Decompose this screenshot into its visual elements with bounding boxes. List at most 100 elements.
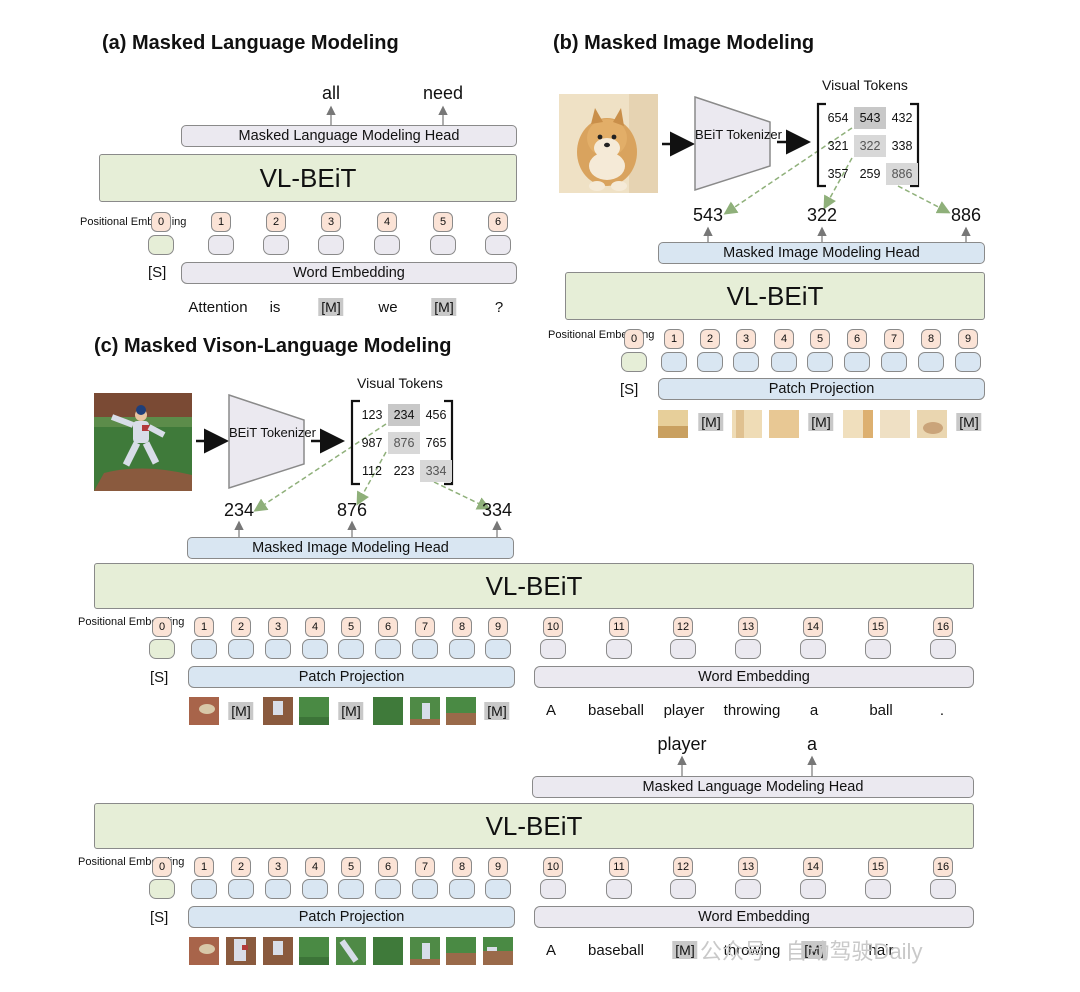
vl-beit-c-top: VL-BEiT [94,563,974,609]
word-token [485,235,511,255]
positional-embedding-label: Positional Embedding [78,616,185,628]
watermark: 公众号 · 自动驾驶Daily [700,939,923,964]
dash-c-876 [356,451,387,506]
patch-token [485,639,511,659]
image-patch [446,937,476,965]
word-token [263,235,289,255]
visual-tokens-label-b: Visual Tokens [822,77,908,93]
patch-token [449,879,475,899]
position-id: 6 [847,329,867,349]
mask-token: [M] [431,298,457,316]
patch-token [807,352,833,372]
word-token [735,879,761,899]
position-id: 13 [738,857,758,877]
mask-token: [M] [338,702,364,720]
visual-token-masked: 234 [388,404,420,426]
position-id: 1 [664,329,684,349]
position-id: 8 [921,329,941,349]
patch-token [449,639,475,659]
position-id: 14 [803,857,823,877]
bracket-b-right [910,102,920,188]
word-token [930,879,956,899]
patch-token [955,352,981,372]
image-patch [336,937,366,965]
word-token [930,639,956,659]
word-token [606,879,632,899]
visual-token-grid-c: 123 234 456 987 876 765 112 223 334 [356,401,452,485]
visual-token: 357 [827,167,849,181]
visual-token: 338 [891,139,913,153]
input-word: player [663,702,705,719]
input-word: throwing [723,942,781,959]
visual-token: 123 [361,408,383,422]
position-id: 3 [268,857,288,877]
patch-projection-c-bottom: Patch Projection [188,906,515,928]
image-patch [843,410,873,438]
word-token [735,639,761,659]
bracket-c-right [444,399,454,486]
image-patch [658,410,688,438]
position-id: 2 [231,857,251,877]
word-token [800,639,826,659]
position-id: 6 [488,212,508,232]
position-id: 1 [194,857,214,877]
positional-embedding-label: Positional Embedding [78,856,185,868]
patch-token [338,879,364,899]
input-word: hair [868,942,894,959]
mask-token: [M] [698,413,724,431]
visual-token: 765 [425,436,447,450]
input-word: baseball [588,942,644,959]
visual-token: 432 [891,111,913,125]
patch-token [733,352,759,372]
cls-token [621,352,647,372]
input-word: A [545,942,557,959]
image-patch [299,697,329,725]
visual-token: 456 [425,408,447,422]
tokenizer-b-label: BEiT Tokenizer [695,127,782,142]
position-id: 5 [341,617,361,637]
position-id: 11 [609,617,629,637]
baseball-pitcher-image [94,393,192,491]
word-embedding-c-bottom: Word Embedding [534,906,974,928]
patch-token [375,879,401,899]
visual-token: 259 [859,167,881,181]
mlm-head-a: Masked Language Modeling Head [181,125,517,147]
vl-beit-c-bottom: VL-BEiT [94,803,974,849]
mask-token: [M] [228,702,254,720]
position-id: 8 [452,857,472,877]
patch-token [485,879,511,899]
word-token [374,235,400,255]
tokenizer-c-label: BEiT Tokenizer [229,425,316,440]
patch-token [881,352,907,372]
dash-c-334 [433,481,491,510]
position-id: 1 [194,617,214,637]
patch-token [661,352,687,372]
input-word: Attention [188,299,248,316]
patch-token [338,639,364,659]
word-token [208,235,234,255]
position-id: 3 [268,617,288,637]
image-patch [446,697,476,725]
cls-label: [S] [148,264,167,281]
word-token [800,879,826,899]
mask-token: [M] [484,702,510,720]
position-id: 16 [933,857,953,877]
word-token [865,639,891,659]
position-id: 12 [673,617,693,637]
cls-token [149,879,175,899]
input-word: ball [869,702,893,719]
word-token [430,235,456,255]
position-id: 5 [810,329,830,349]
image-patch [373,937,403,965]
mim-head-c: Masked Image Modeling Head [187,537,514,559]
position-id: 4 [774,329,794,349]
input-word: . [939,702,945,719]
position-id: 10 [543,617,563,637]
position-id: 4 [305,617,325,637]
position-id: 2 [700,329,720,349]
visual-token: 321 [827,139,849,153]
cls-token [148,235,174,255]
position-id: 3 [736,329,756,349]
output-word: player [657,734,707,754]
position-id: 13 [738,617,758,637]
